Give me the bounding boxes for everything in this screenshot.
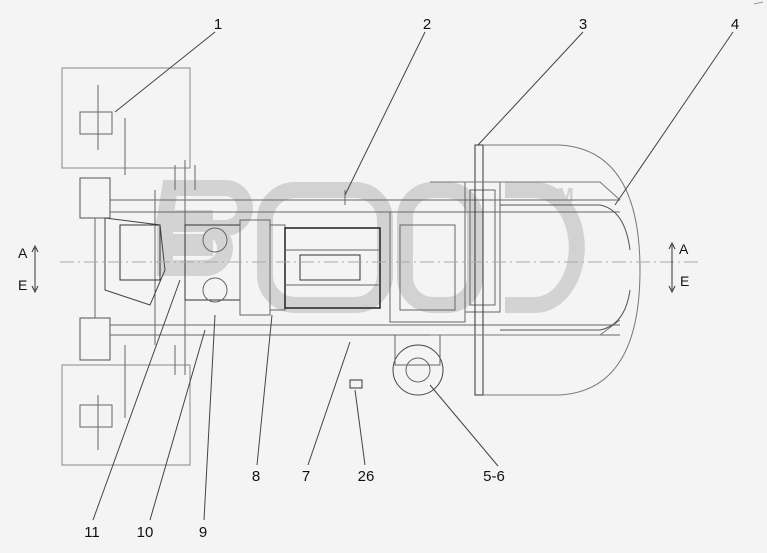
- callout-2: 2: [423, 16, 431, 33]
- callout-labels: 1 2 3 4 5-6 7 26 8 9 10 11: [84, 16, 739, 541]
- callout-26: 26: [358, 468, 375, 485]
- callout-10: 10: [137, 524, 154, 541]
- chassis-drawing: [60, 67, 700, 466]
- callout-5-6: 5-6: [483, 468, 505, 485]
- arrow-up-icon: [668, 241, 676, 250]
- direction-left-top: A: [18, 245, 28, 261]
- direction-right-top: A: [679, 241, 689, 257]
- callout-7: 7: [302, 468, 310, 485]
- leader-lines: [92, 31, 734, 521]
- watermark-logo: TM: [155, 180, 585, 313]
- direction-indicator-left: A E: [18, 244, 39, 294]
- direction-left-bottom: E: [18, 277, 27, 293]
- direction-right-bottom: E: [680, 273, 689, 289]
- arrow-down-icon: [31, 285, 39, 294]
- watermark-mark: TM: [545, 185, 574, 207]
- callout-9: 9: [199, 524, 207, 541]
- callout-8: 8: [252, 468, 260, 485]
- callout-1: 1: [214, 16, 222, 33]
- callout-3: 3: [579, 16, 587, 33]
- callout-11: 11: [84, 524, 100, 541]
- direction-indicator-right: A E: [668, 241, 689, 294]
- callout-4: 4: [731, 16, 739, 33]
- arrow-down-icon: [668, 285, 676, 294]
- arrow-up-icon: [31, 244, 39, 253]
